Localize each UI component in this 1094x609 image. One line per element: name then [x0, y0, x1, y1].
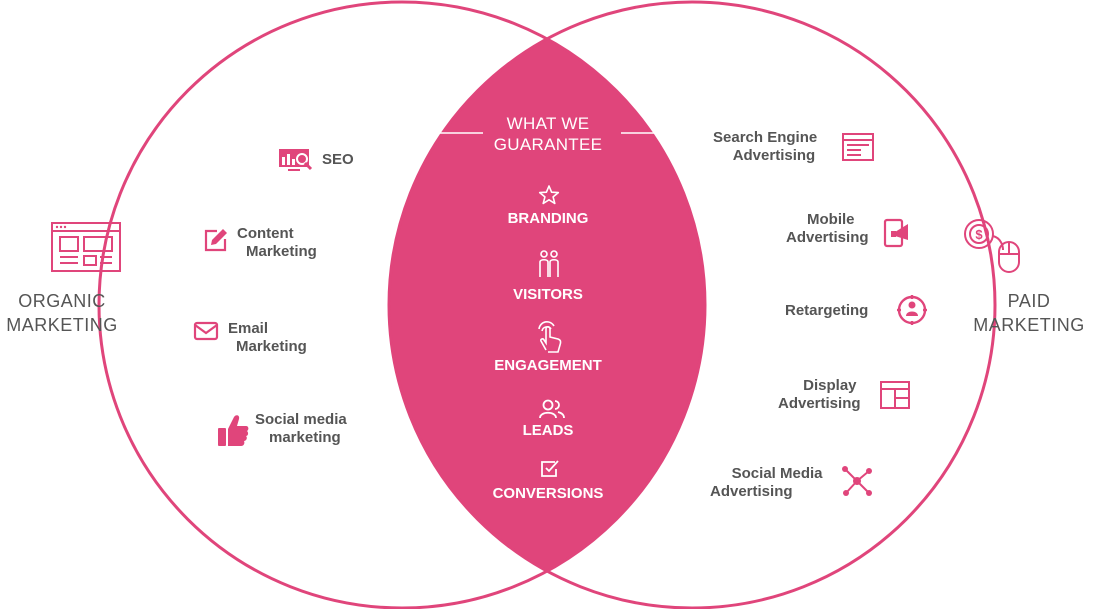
- center-item-engagement: ENGAGEMENT: [494, 357, 602, 374]
- target-person-icon: [897, 295, 927, 325]
- paid-item-retargeting: Retargeting: [785, 302, 869, 319]
- organic-item-email-marketing: Email Marketing: [228, 320, 307, 355]
- star-icon: [538, 185, 560, 205]
- seo-monitor-icon: [279, 149, 313, 171]
- center-title: WHAT WE GUARANTEE: [493, 114, 603, 154]
- paid-item-search-engine-advertising: Search Engine Advertising: [713, 129, 818, 164]
- paid-item-display-advertising: Display Advertising: [778, 377, 861, 412]
- paid-title: PAID MARKETING: [973, 291, 1085, 335]
- center-item-branding: BRANDING: [507, 210, 589, 227]
- center-item-conversions: CONVERSIONS: [492, 485, 604, 502]
- center-item-leads: LEADS: [522, 422, 574, 439]
- paid-item-mobile-advertising: Mobile Advertising: [786, 211, 869, 246]
- organic-title: ORGANIC MARKETING: [6, 291, 118, 335]
- website-layout-icon: [51, 222, 121, 272]
- network-icon: [842, 466, 872, 496]
- envelope-icon: [193, 321, 219, 341]
- mobile-ad-icon: [883, 218, 908, 248]
- user-group-icon: [539, 399, 565, 419]
- paid-circle: [387, 0, 997, 609]
- svg-text:$: $: [975, 227, 983, 242]
- organic-item-content-marketing: Content Marketing: [237, 225, 317, 260]
- people-icon: [539, 250, 559, 277]
- center-item-visitors: VISITORS: [513, 286, 583, 303]
- paid-item-social-media-advertising: Social Media Advertising: [710, 465, 823, 500]
- organic-item-seo: SEO: [322, 151, 354, 168]
- edit-icon: [204, 229, 227, 252]
- tap-hand-icon: [538, 321, 562, 353]
- organic-circle: [97, 0, 707, 609]
- venn-intersection: [389, 2, 705, 608]
- organic-item-social-media-marketing: Social media marketing: [255, 411, 347, 446]
- browser-window-icon: [842, 133, 874, 161]
- layout-grid-icon: [880, 381, 910, 409]
- checkbox-icon: [541, 460, 559, 477]
- coin-mouse-icon: $: [964, 219, 1020, 273]
- thumbs-up-icon: [218, 415, 249, 446]
